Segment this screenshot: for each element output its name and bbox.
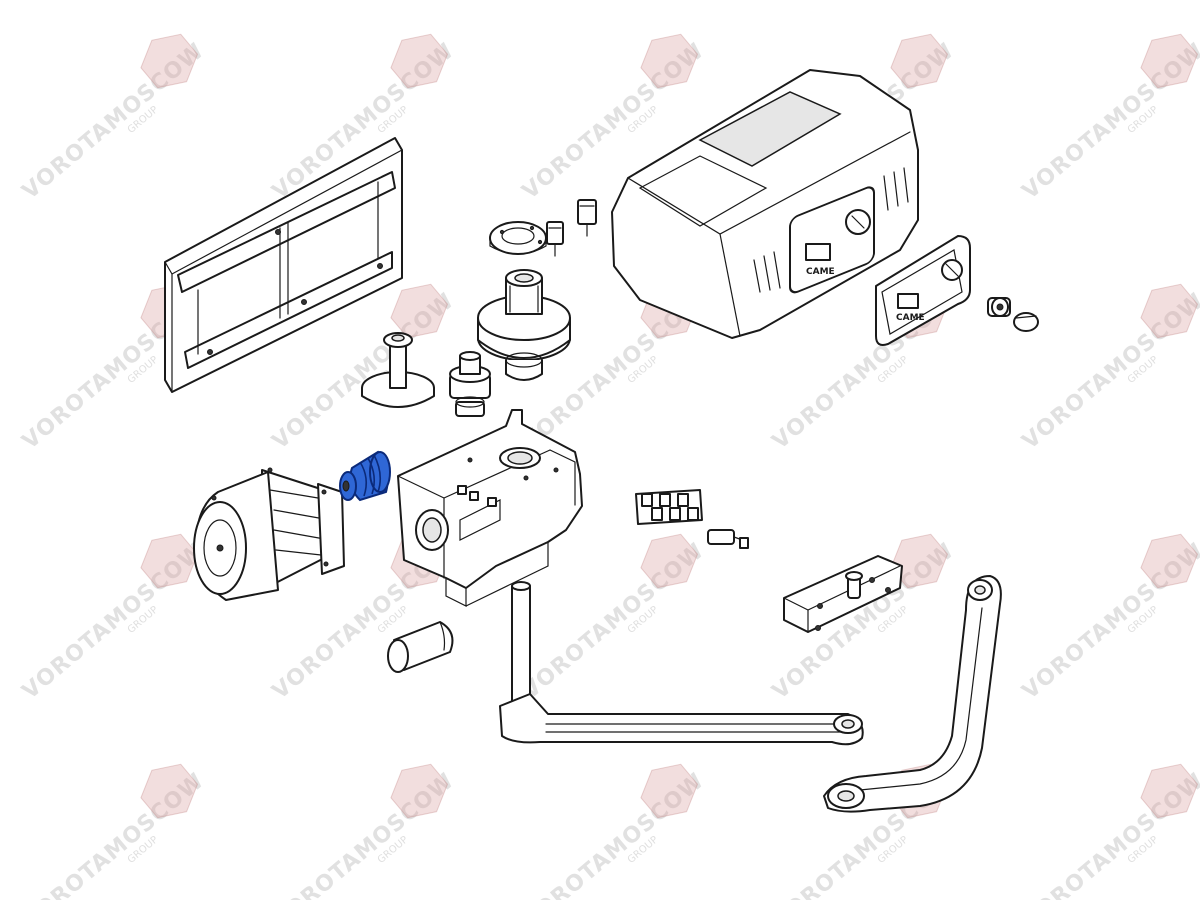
gate-logo-icon xyxy=(390,33,449,89)
capacitor-plug xyxy=(707,529,749,549)
arm-mounting-bracket xyxy=(783,555,903,633)
electric-motor xyxy=(193,467,345,601)
bearing-stack xyxy=(449,351,491,417)
gate-logo-icon xyxy=(390,763,449,819)
roller-sleeve xyxy=(387,621,454,673)
worm-screw-highlighted[interactable] xyxy=(339,450,391,502)
cover-brand-label: CAME xyxy=(806,267,835,277)
gate-logo-icon xyxy=(1140,283,1199,339)
transmission-arm xyxy=(499,581,864,746)
gate-logo-icon xyxy=(1140,763,1199,819)
key-cap xyxy=(1013,312,1039,332)
gearbox-housing xyxy=(397,409,583,607)
lock-barrel xyxy=(987,297,1011,317)
microswitch-right xyxy=(577,199,597,237)
gate-logo-icon xyxy=(140,763,199,819)
gate-logo-icon xyxy=(640,763,699,819)
release-plate: CAME xyxy=(875,235,971,346)
limit-switch-ring xyxy=(489,221,547,255)
gate-logo-icon xyxy=(1140,533,1199,589)
support-disc-shaft xyxy=(361,332,435,408)
microswitch-left xyxy=(546,221,564,257)
curved-arm xyxy=(823,575,1002,813)
gate-logo-icon xyxy=(640,533,699,589)
gate-logo-icon xyxy=(890,533,949,589)
gate-logo-icon xyxy=(640,33,699,89)
plate-brand-label: CAME xyxy=(896,313,925,323)
gate-logo-icon xyxy=(890,33,949,89)
gate-logo-icon xyxy=(1140,33,1199,89)
gate-logo-icon xyxy=(140,33,199,89)
terminal-block xyxy=(635,489,703,525)
mounting-bracket-plate xyxy=(164,137,403,393)
output-shaft-gear xyxy=(477,269,571,381)
operator-cover: CAME xyxy=(611,69,919,339)
